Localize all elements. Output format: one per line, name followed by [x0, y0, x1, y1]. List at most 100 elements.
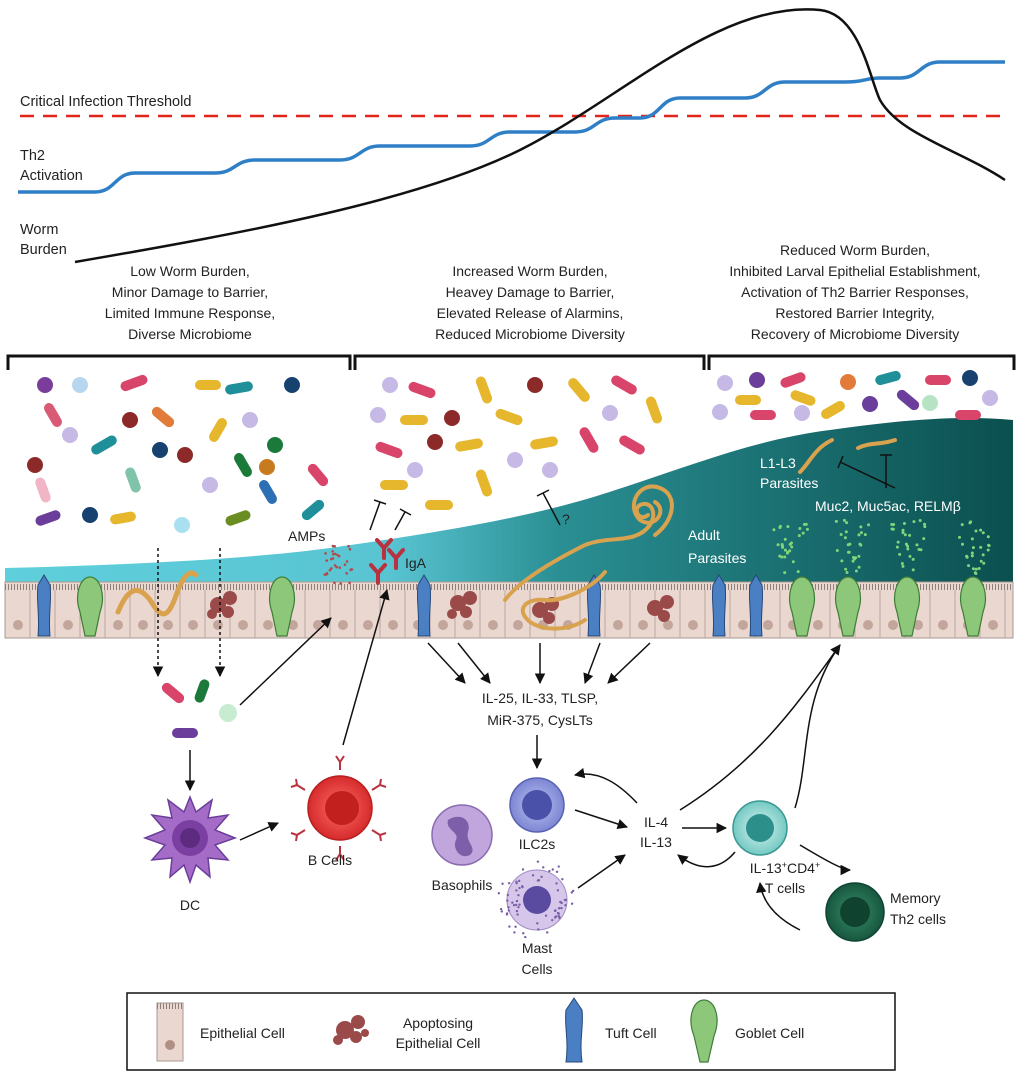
stage3-line3: Activation of Th2 Barrier Responses, [741, 284, 969, 300]
bacterium [780, 372, 806, 388]
mucin-secretion [772, 518, 991, 576]
bacterium [427, 434, 443, 450]
mast-cell [497, 860, 575, 939]
memory-label-line2: Th2 cells [890, 911, 946, 927]
worm-label-line2: Burden [20, 242, 67, 258]
bacterium [151, 406, 175, 428]
worm-label-line1: Worm [20, 222, 58, 238]
amps-label: AMPs [288, 528, 325, 544]
bacterium [790, 390, 816, 406]
bacterium [91, 435, 117, 455]
amp-particles [323, 544, 354, 585]
top-curves: Critical Infection Threshold Th2 Activat… [18, 8, 1006, 264]
bracket-stage1 [6, 354, 352, 370]
bacterium [862, 396, 878, 412]
larval-worm [115, 570, 199, 617]
question-label: ? [562, 511, 570, 527]
bacterium [645, 396, 663, 424]
t-cell-label-line2: T cells [765, 880, 805, 896]
bacterium [72, 377, 88, 393]
bacterium [455, 438, 483, 452]
bacterium [602, 405, 618, 421]
stage1-line1: Low Worm Burden, [130, 263, 250, 279]
bacterium [475, 469, 493, 497]
bacterium [110, 511, 136, 525]
bacterium [955, 410, 981, 420]
bacterium [225, 510, 251, 526]
stage-descriptions: Low Worm Burden, Minor Damage to Barrier… [105, 242, 981, 342]
goblet-cell [77, 576, 986, 637]
l1-l3-line1: L1-L3 [760, 455, 796, 471]
legend-apoptosing-line2: Epithelial Cell [396, 1035, 481, 1051]
legend-epithelial-label: Epithelial Cell [200, 1025, 285, 1041]
stage3-line5: Recovery of Microbiome Diversity [751, 326, 960, 342]
alarmins-line1: IL-25, IL-33, TLSP, [482, 690, 598, 706]
stage2-line4: Reduced Microbiome Diversity [435, 326, 625, 342]
memory-th2-cell [825, 882, 885, 942]
iga-label: IgA [405, 555, 427, 571]
bacterium [267, 437, 283, 453]
ilc2-label: ILC2s [519, 836, 556, 852]
bacterium [717, 375, 733, 391]
b-cells-label: B Cells [308, 852, 352, 868]
bacterium [425, 500, 453, 510]
legend-tuft-icon [565, 997, 583, 1063]
bacterium [579, 427, 599, 453]
stage3-line2: Inhibited Larval Epithelial Establishmen… [729, 263, 980, 279]
mast-label-line2: Cells [521, 961, 552, 977]
bacterium [152, 442, 168, 458]
il4-label: IL-4 [644, 814, 668, 830]
bacterium [195, 380, 221, 390]
bacterium [840, 374, 856, 390]
adult-parasite [503, 484, 674, 631]
stage1-line4: Diverse Microbiome [128, 326, 252, 342]
bacterium [225, 381, 253, 395]
bacterium [82, 507, 98, 523]
cytokine-labels: IL-25, IL-33, TLSP, MiR-375, CysLTs IL-4… [482, 690, 672, 850]
bacterium [444, 410, 460, 426]
iga-antibodies [369, 538, 405, 585]
bacterium [174, 517, 190, 533]
bacterium [44, 403, 62, 427]
bacterium [749, 372, 765, 388]
bacterium [301, 499, 325, 521]
legend-apoptosing-line1: Apoptosing [403, 1015, 473, 1031]
bacterium [821, 401, 845, 419]
bacterium [475, 376, 493, 404]
adult-parasites-line1: Adult [688, 527, 720, 543]
bacterium [370, 407, 386, 423]
worm-burden-curve [74, 8, 1006, 264]
bacterium [735, 395, 761, 405]
bracket-stage2 [353, 354, 706, 370]
mast-label-line1: Mast [522, 940, 552, 956]
dendritic-cell [142, 794, 238, 885]
bacterium [896, 389, 920, 411]
bacterium [382, 377, 398, 393]
stage1-line2: Minor Damage to Barrier, [112, 284, 268, 300]
mucus-layer [5, 418, 1013, 590]
bacterium [922, 395, 938, 411]
b-cell [290, 755, 387, 861]
bacterium [35, 510, 61, 526]
bacterium [27, 457, 43, 473]
tuft-cell [36, 574, 764, 637]
inhibition-marks [369, 454, 896, 531]
bacterium [259, 480, 277, 504]
bacterium [925, 375, 951, 385]
il13-cd4-t-cell [732, 800, 788, 856]
bacterium [611, 375, 637, 395]
bacterium [120, 374, 148, 392]
bacterium [37, 377, 53, 393]
bacterium [527, 377, 543, 393]
legend-tuft-label: Tuft Cell [605, 1025, 657, 1041]
th2-label-line2: Activation [20, 168, 83, 184]
bacterium [794, 405, 810, 421]
bacterium [962, 370, 978, 386]
legend-goblet-icon [690, 999, 718, 1063]
bacterium [259, 459, 275, 475]
th2-label-line1: Th2 [20, 148, 45, 164]
legend: Epithelial Cell Apoptosing Epithelial Ce… [126, 992, 896, 1071]
ilc2-cell [509, 777, 565, 833]
bacterium [284, 377, 300, 393]
